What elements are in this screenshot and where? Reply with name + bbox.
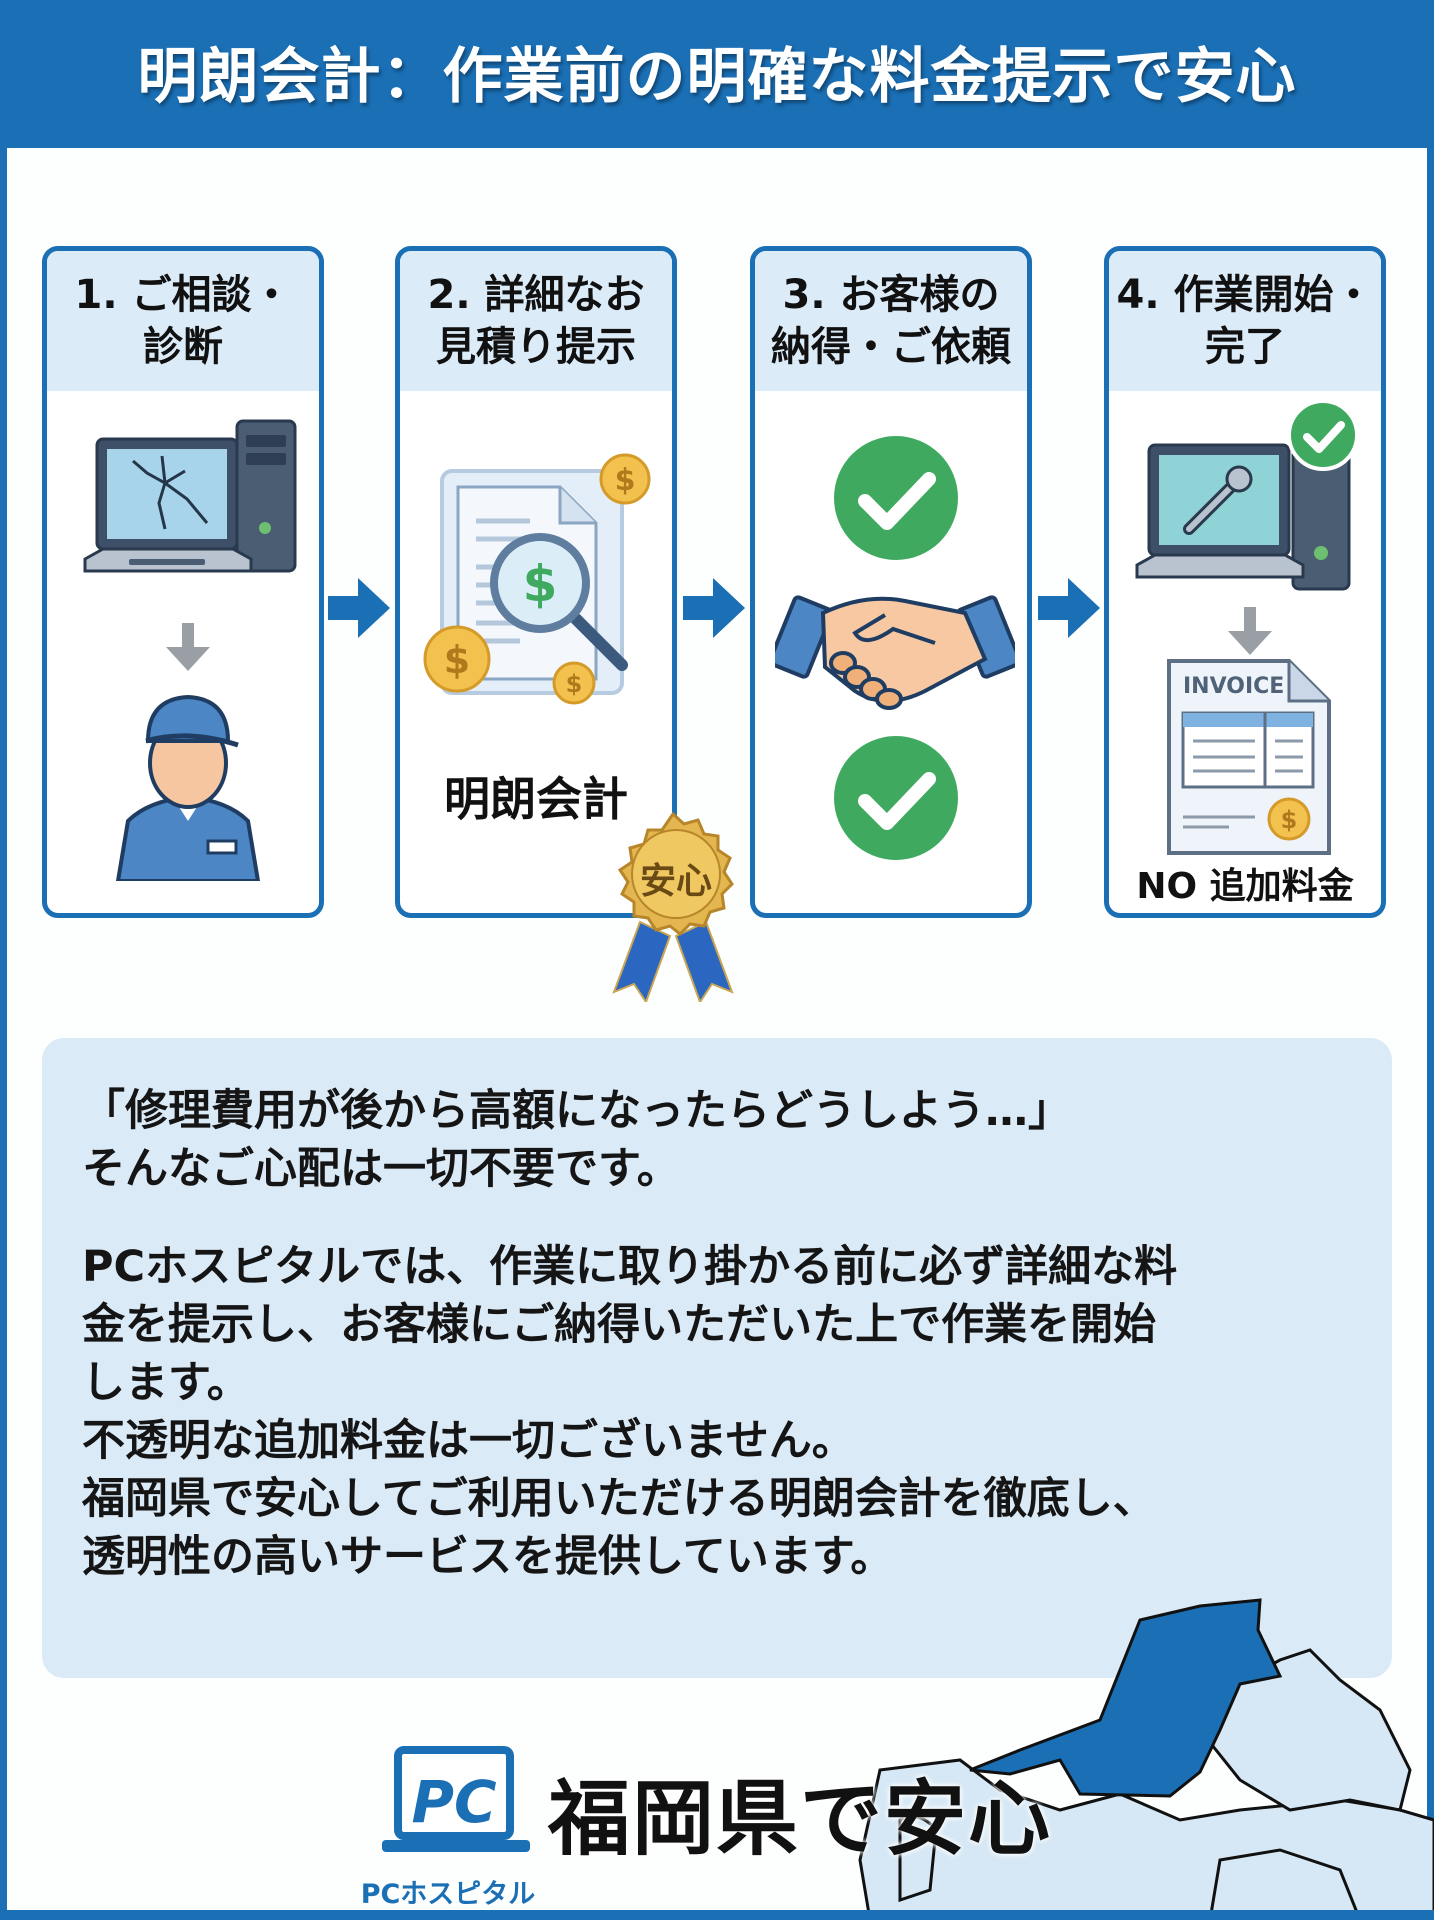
description-body: PCホスピタルでは、作業に取り掛かる前に必ず詳細な料 金を提示し、お客様にご納得…: [82, 1238, 1382, 1586]
body-line: 福岡県で安心してご利用いただける明朗会計を徹底し、: [82, 1474, 1156, 1524]
step-2-card: 2. 詳細なお 見積り提示 $ $ $ $ 明朗会計: [395, 246, 677, 918]
title-bar: 明朗会計：作業前の明確な料金提示で安心: [0, 0, 1434, 148]
technician-icon: [115, 694, 261, 881]
repair-pc-icon: [1135, 401, 1359, 591]
invoice-label: INVOICE: [1183, 674, 1284, 699]
description-lead: 「修理費用が後から高額になったらどうしよう…」 そんなご心配は一切不要です。: [82, 1082, 1071, 1198]
kyushu-map-icon: [858, 1598, 1434, 1920]
logo-mark: PC: [411, 1768, 496, 1836]
step-4-card: 4. 作業開始・ 完了 INVOICE $ NO 追加料金: [1104, 246, 1386, 918]
estimate-document-icon: $ $ $ $: [423, 453, 651, 705]
step-1-card: 1. ご相談・ 診断: [42, 246, 324, 918]
step-4-caption: NO 追加料金: [1136, 866, 1354, 907]
slogan: 福岡県で安心: [548, 1772, 1053, 1867]
check-icon: [1287, 401, 1359, 471]
broken-pc-icon: [83, 419, 297, 573]
handshake-icon: [775, 595, 1015, 710]
down-arrow-icon: [166, 623, 210, 671]
svg-text:$: $: [615, 463, 636, 498]
logo-name: PCホスピタル: [360, 1879, 536, 1910]
page-title: 明朗会計：作業前の明確な料金提示で安心: [137, 41, 1297, 112]
step-4-title: 4. 作業開始・ 完了: [1109, 251, 1381, 391]
coin-icon: $ $ $: [423, 453, 651, 705]
down-arrow-icon: [1228, 607, 1272, 655]
svg-text:$: $: [566, 670, 583, 698]
pc-hospital-logo-icon: PC: [382, 1746, 530, 1852]
anshin-badge-icon: [612, 812, 734, 1002]
svg-text:$: $: [1281, 806, 1298, 834]
svg-text:$: $: [444, 638, 470, 682]
body-line: PCホスピタルでは、作業に取り掛かる前に必ず詳細な料: [82, 1242, 1178, 1292]
step-3-card: 3. お客様の 納得・ご依頼: [750, 246, 1032, 918]
description-panel: 「修理費用が後から高額になったらどうしよう…」 そんなご心配は一切不要です。 P…: [42, 1038, 1392, 1678]
body-line: 金を提示し、お客様にご納得いただいた上で作業を開始: [82, 1300, 1157, 1350]
step-2-title: 2. 詳細なお 見積り提示: [400, 251, 672, 391]
step-2-caption: 明朗会計: [444, 772, 628, 826]
step-1-title: 1. ご相談・ 診断: [47, 251, 319, 391]
check-icon: [834, 736, 958, 860]
check-icon: [834, 436, 958, 560]
step-3-title: 3. お客様の 納得・ご依頼: [755, 251, 1027, 391]
lead-line: そんなご心配は一切不要です。: [82, 1144, 680, 1194]
invoice-icon: INVOICE $: [1167, 659, 1331, 855]
flow-arrow-3-icon: [1038, 578, 1100, 638]
svg-text:$: $: [523, 555, 558, 613]
bottom-bar: [0, 1910, 1434, 1920]
body-line: 不透明な追加料金は一切ございません。: [82, 1416, 855, 1466]
flow-arrow-2-icon: [683, 578, 745, 638]
badge-text: 安心: [639, 861, 712, 902]
flow-arrow-1-icon: [328, 578, 390, 638]
body-line: 透明性の高いサービスを提供しています。: [82, 1532, 894, 1582]
body-line: します。: [82, 1358, 250, 1408]
lead-line: 「修理費用が後から高額になったらどうしよう…」: [82, 1086, 1071, 1136]
magnifier-dollar-icon: $: [490, 533, 628, 671]
